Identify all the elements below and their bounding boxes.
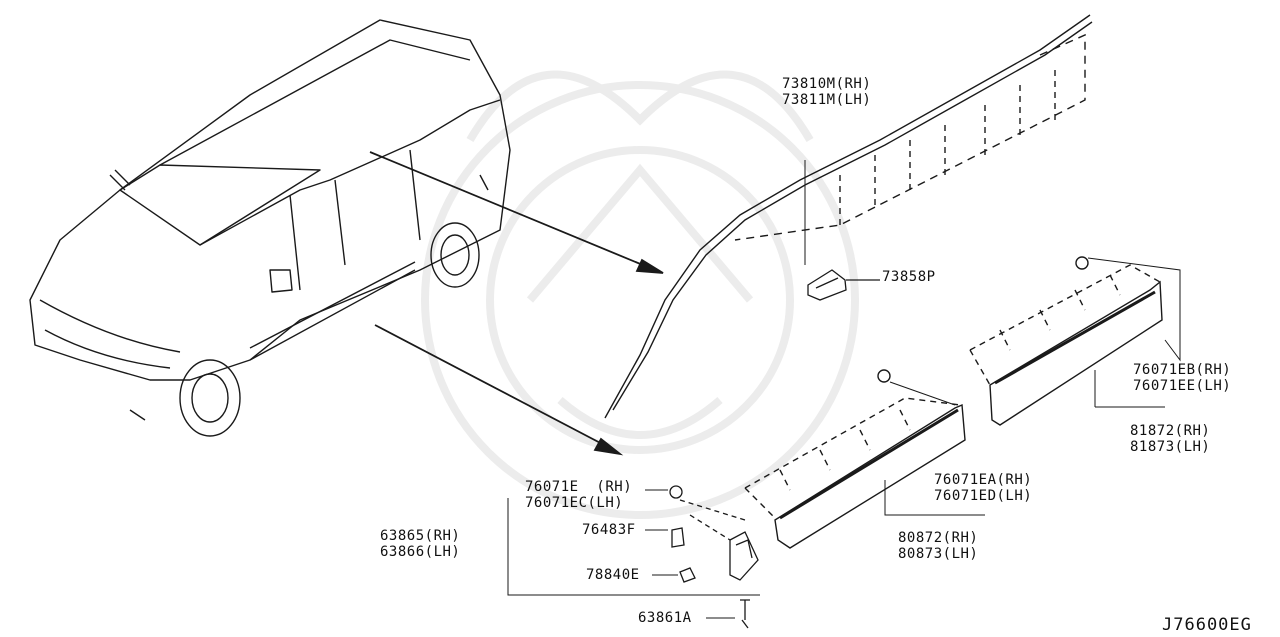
callout-arrows bbox=[369, 151, 664, 456]
diagram-reference-code: J76600EG bbox=[1162, 615, 1252, 635]
label-73858P: 73858P bbox=[882, 269, 936, 285]
label-76071EE: 76071EE(LH) bbox=[1133, 378, 1232, 394]
label-73810M: 73810M(RH) bbox=[782, 76, 872, 92]
label-73811M: 73811M(LH) bbox=[782, 92, 872, 108]
label-76071EC: 76071EC(LH) bbox=[525, 495, 624, 511]
label-76071E: 76071E (RH) bbox=[525, 479, 633, 495]
label-80873: 80873(LH) bbox=[898, 546, 979, 562]
label-81873: 81873(LH) bbox=[1130, 439, 1211, 455]
label-63861A: 63861A bbox=[638, 610, 692, 626]
label-78840E: 78840E bbox=[586, 567, 640, 583]
drip-molding-part bbox=[604, 14, 1093, 419]
label-76071EA: 76071EA(RH) bbox=[934, 472, 1033, 488]
leader-lines bbox=[645, 370, 1165, 619]
label-63866: 63866(LH) bbox=[380, 544, 461, 560]
label-63865: 63865(RH) bbox=[380, 528, 461, 544]
vehicle-illustration bbox=[29, 19, 511, 437]
fender-molding-part bbox=[507, 485, 760, 629]
label-76071ED: 76071ED(LH) bbox=[934, 488, 1033, 504]
front-door-molding-part bbox=[744, 369, 985, 549]
label-76483F: 76483F bbox=[582, 522, 636, 538]
label-76071EB: 76071EB(RH) bbox=[1133, 362, 1232, 378]
clip-73858P-part bbox=[807, 269, 880, 301]
label-81872: 81872(RH) bbox=[1130, 423, 1211, 439]
watermark-emblem bbox=[421, 70, 859, 519]
rear-door-molding-part bbox=[969, 256, 1181, 426]
label-80872: 80872(RH) bbox=[898, 530, 979, 546]
